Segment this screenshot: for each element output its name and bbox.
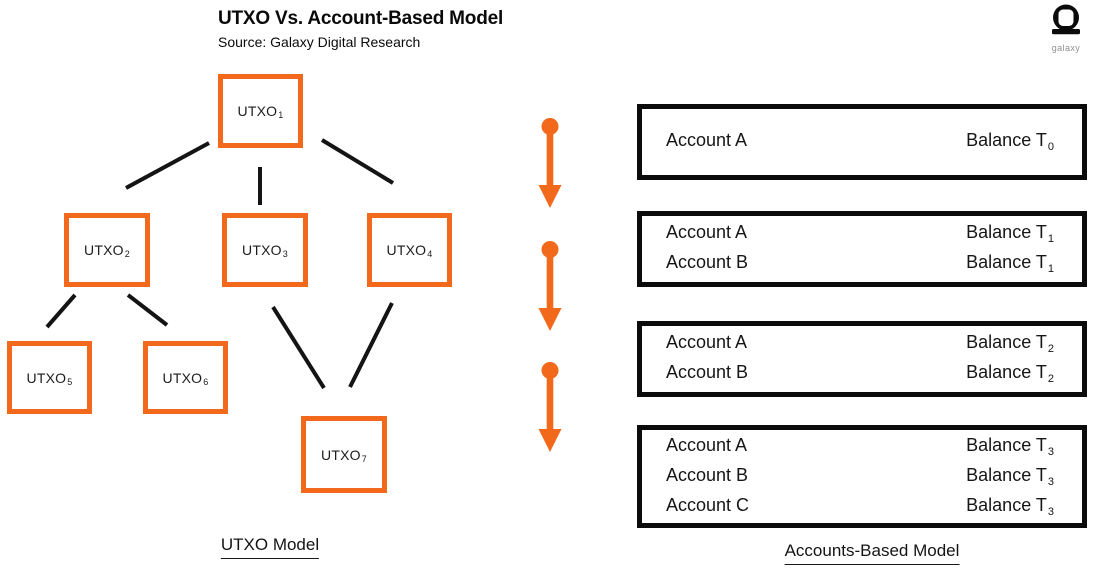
utxo-model-caption: UTXO Model: [220, 535, 320, 559]
utxo-node-subscript: 6: [203, 376, 209, 387]
account-name: Account A: [666, 130, 748, 150]
account-balance: Balance T1: [966, 222, 1054, 245]
account-row: Account B Balance T3: [666, 462, 1054, 492]
account-state-box-t3: Account A Balance T3 Account B Balance T…: [637, 425, 1087, 528]
utxo-node-subscript: 1: [278, 110, 284, 120]
account-name: Account B: [666, 252, 749, 272]
account-row: Account A Balance T2: [666, 329, 1054, 359]
header: UTXO Vs. Account-Based Model Source: Gal…: [218, 8, 503, 50]
balance-subscript: 3: [1047, 445, 1054, 458]
account-row: Account B Balance T1: [666, 249, 1054, 279]
source-credit: Source: Galaxy Digital Research: [218, 34, 421, 50]
galaxy-wordmark: galaxy: [1051, 43, 1081, 53]
account-row: Account A Balance T3: [666, 432, 1054, 462]
utxo-node-label: UTXO: [162, 369, 203, 386]
utxo-node-subscript: 7: [361, 453, 367, 464]
utxo-node-subscript: 2: [124, 249, 130, 259]
utxo-node-label: UTXO: [237, 103, 278, 119]
account-balance: Balance T3: [966, 434, 1054, 458]
page-title: UTXO Vs. Account-Based Model: [218, 8, 504, 29]
utxo-node-subscript: 4: [427, 249, 433, 259]
account-balance: Balance T3: [966, 494, 1054, 518]
utxo-node-label: UTXO: [26, 369, 67, 386]
account-balance: Balance T2: [966, 362, 1054, 385]
account-balance: Balance T2: [966, 332, 1054, 355]
account-row: Account B Balance T2: [666, 359, 1054, 389]
account-balance: Balance T3: [966, 464, 1054, 488]
account-balance: Balance T0: [966, 130, 1054, 153]
balance-subscript: 0: [1047, 141, 1054, 153]
account-name: Account A: [666, 434, 748, 455]
balance-subscript: 2: [1047, 373, 1054, 385]
account-name: Account A: [666, 332, 748, 352]
galaxy-logo: galaxy: [1044, 4, 1088, 53]
balance-subscript: 1: [1047, 233, 1054, 245]
balance-subscript: 3: [1047, 475, 1054, 488]
account-balance: Balance T1: [966, 252, 1054, 275]
balance-subscript: 2: [1047, 343, 1054, 355]
down-arrow-3: [538, 362, 562, 452]
down-arrow-1: [538, 118, 562, 208]
accounts-model-caption: Accounts-Based Model: [784, 541, 960, 565]
utxo-node-label: UTXO: [84, 242, 124, 258]
utxo-node-label: UTXO: [242, 242, 282, 258]
account-name: Account B: [666, 362, 749, 382]
down-arrow-2: [538, 241, 562, 331]
account-row: Account C Balance T3: [666, 492, 1054, 522]
account-state-box-t1: Account A Balance T1 Account B Balance T…: [637, 211, 1087, 287]
account-row: Account A Balance T1: [666, 219, 1054, 249]
utxo-node-label: UTXO: [386, 242, 427, 258]
account-name: Account B: [666, 464, 749, 485]
galaxy-orb-icon: [1052, 4, 1080, 35]
account-state-box-t0: Account A Balance T0: [637, 104, 1087, 180]
balance-subscript: 1: [1047, 263, 1054, 275]
account-name: Account A: [666, 222, 748, 242]
utxo-node-subscript: 3: [282, 249, 288, 259]
balance-subscript: 3: [1047, 505, 1054, 518]
account-row: Account A Balance T0: [666, 127, 1054, 157]
utxo-node-subscript: 5: [67, 376, 73, 387]
utxo-node-label: UTXO: [321, 446, 361, 463]
account-name: Account C: [666, 494, 750, 515]
account-state-box-t2: Account A Balance T2 Account B Balance T…: [637, 321, 1087, 397]
